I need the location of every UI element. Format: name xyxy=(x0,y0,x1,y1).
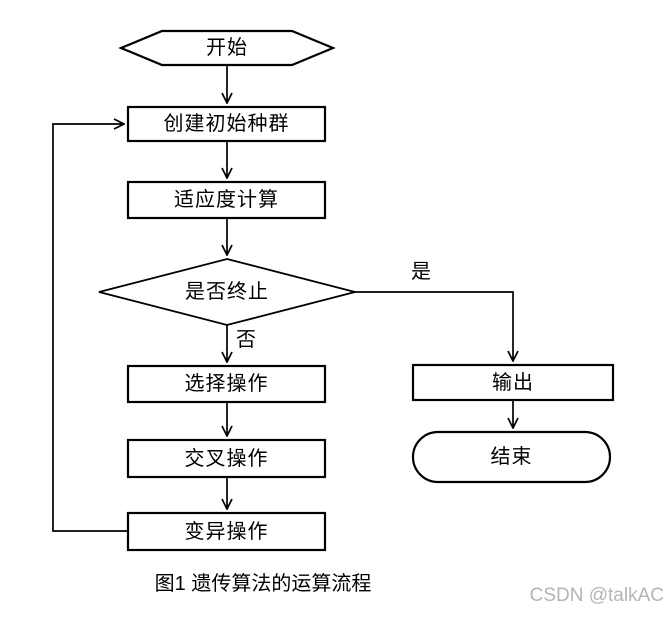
figure-caption: 图1 遗传算法的运算流程 xyxy=(154,573,372,595)
connector-mutation-loop-to-create xyxy=(52,124,128,532)
crossover-shape xyxy=(126,438,327,479)
node-start-label: 开始 xyxy=(206,37,248,59)
mutation-shape xyxy=(126,511,327,552)
node-create-population-label: 创建初始种群 xyxy=(163,113,290,135)
decision-diamond-shape xyxy=(98,258,356,326)
node-selection-label: 选择操作 xyxy=(184,373,269,395)
edge-label-yes: 是 xyxy=(411,261,431,283)
node-terminate-decision-label: 是否终止 xyxy=(185,281,269,303)
output-shape xyxy=(411,363,615,402)
node-mutation-label: 变异操作 xyxy=(184,520,269,543)
end-stadium-shape xyxy=(411,430,612,484)
connector-decision-yes-to-output xyxy=(355,291,513,361)
node-crossover-label: 交叉操作 xyxy=(184,447,269,470)
edge-label-no: 否 xyxy=(236,329,256,351)
node-fitness-label: 适应度计算 xyxy=(174,189,279,211)
node-end-label: 结束 xyxy=(490,446,533,468)
csdn-watermark: CSDN @talkAC xyxy=(529,585,664,606)
node-output-label: 输出 xyxy=(492,371,534,394)
create-population-shape xyxy=(126,105,327,143)
selection-shape xyxy=(126,364,327,404)
fitness-shape xyxy=(126,180,327,220)
start-hexagon-shape xyxy=(118,29,336,67)
